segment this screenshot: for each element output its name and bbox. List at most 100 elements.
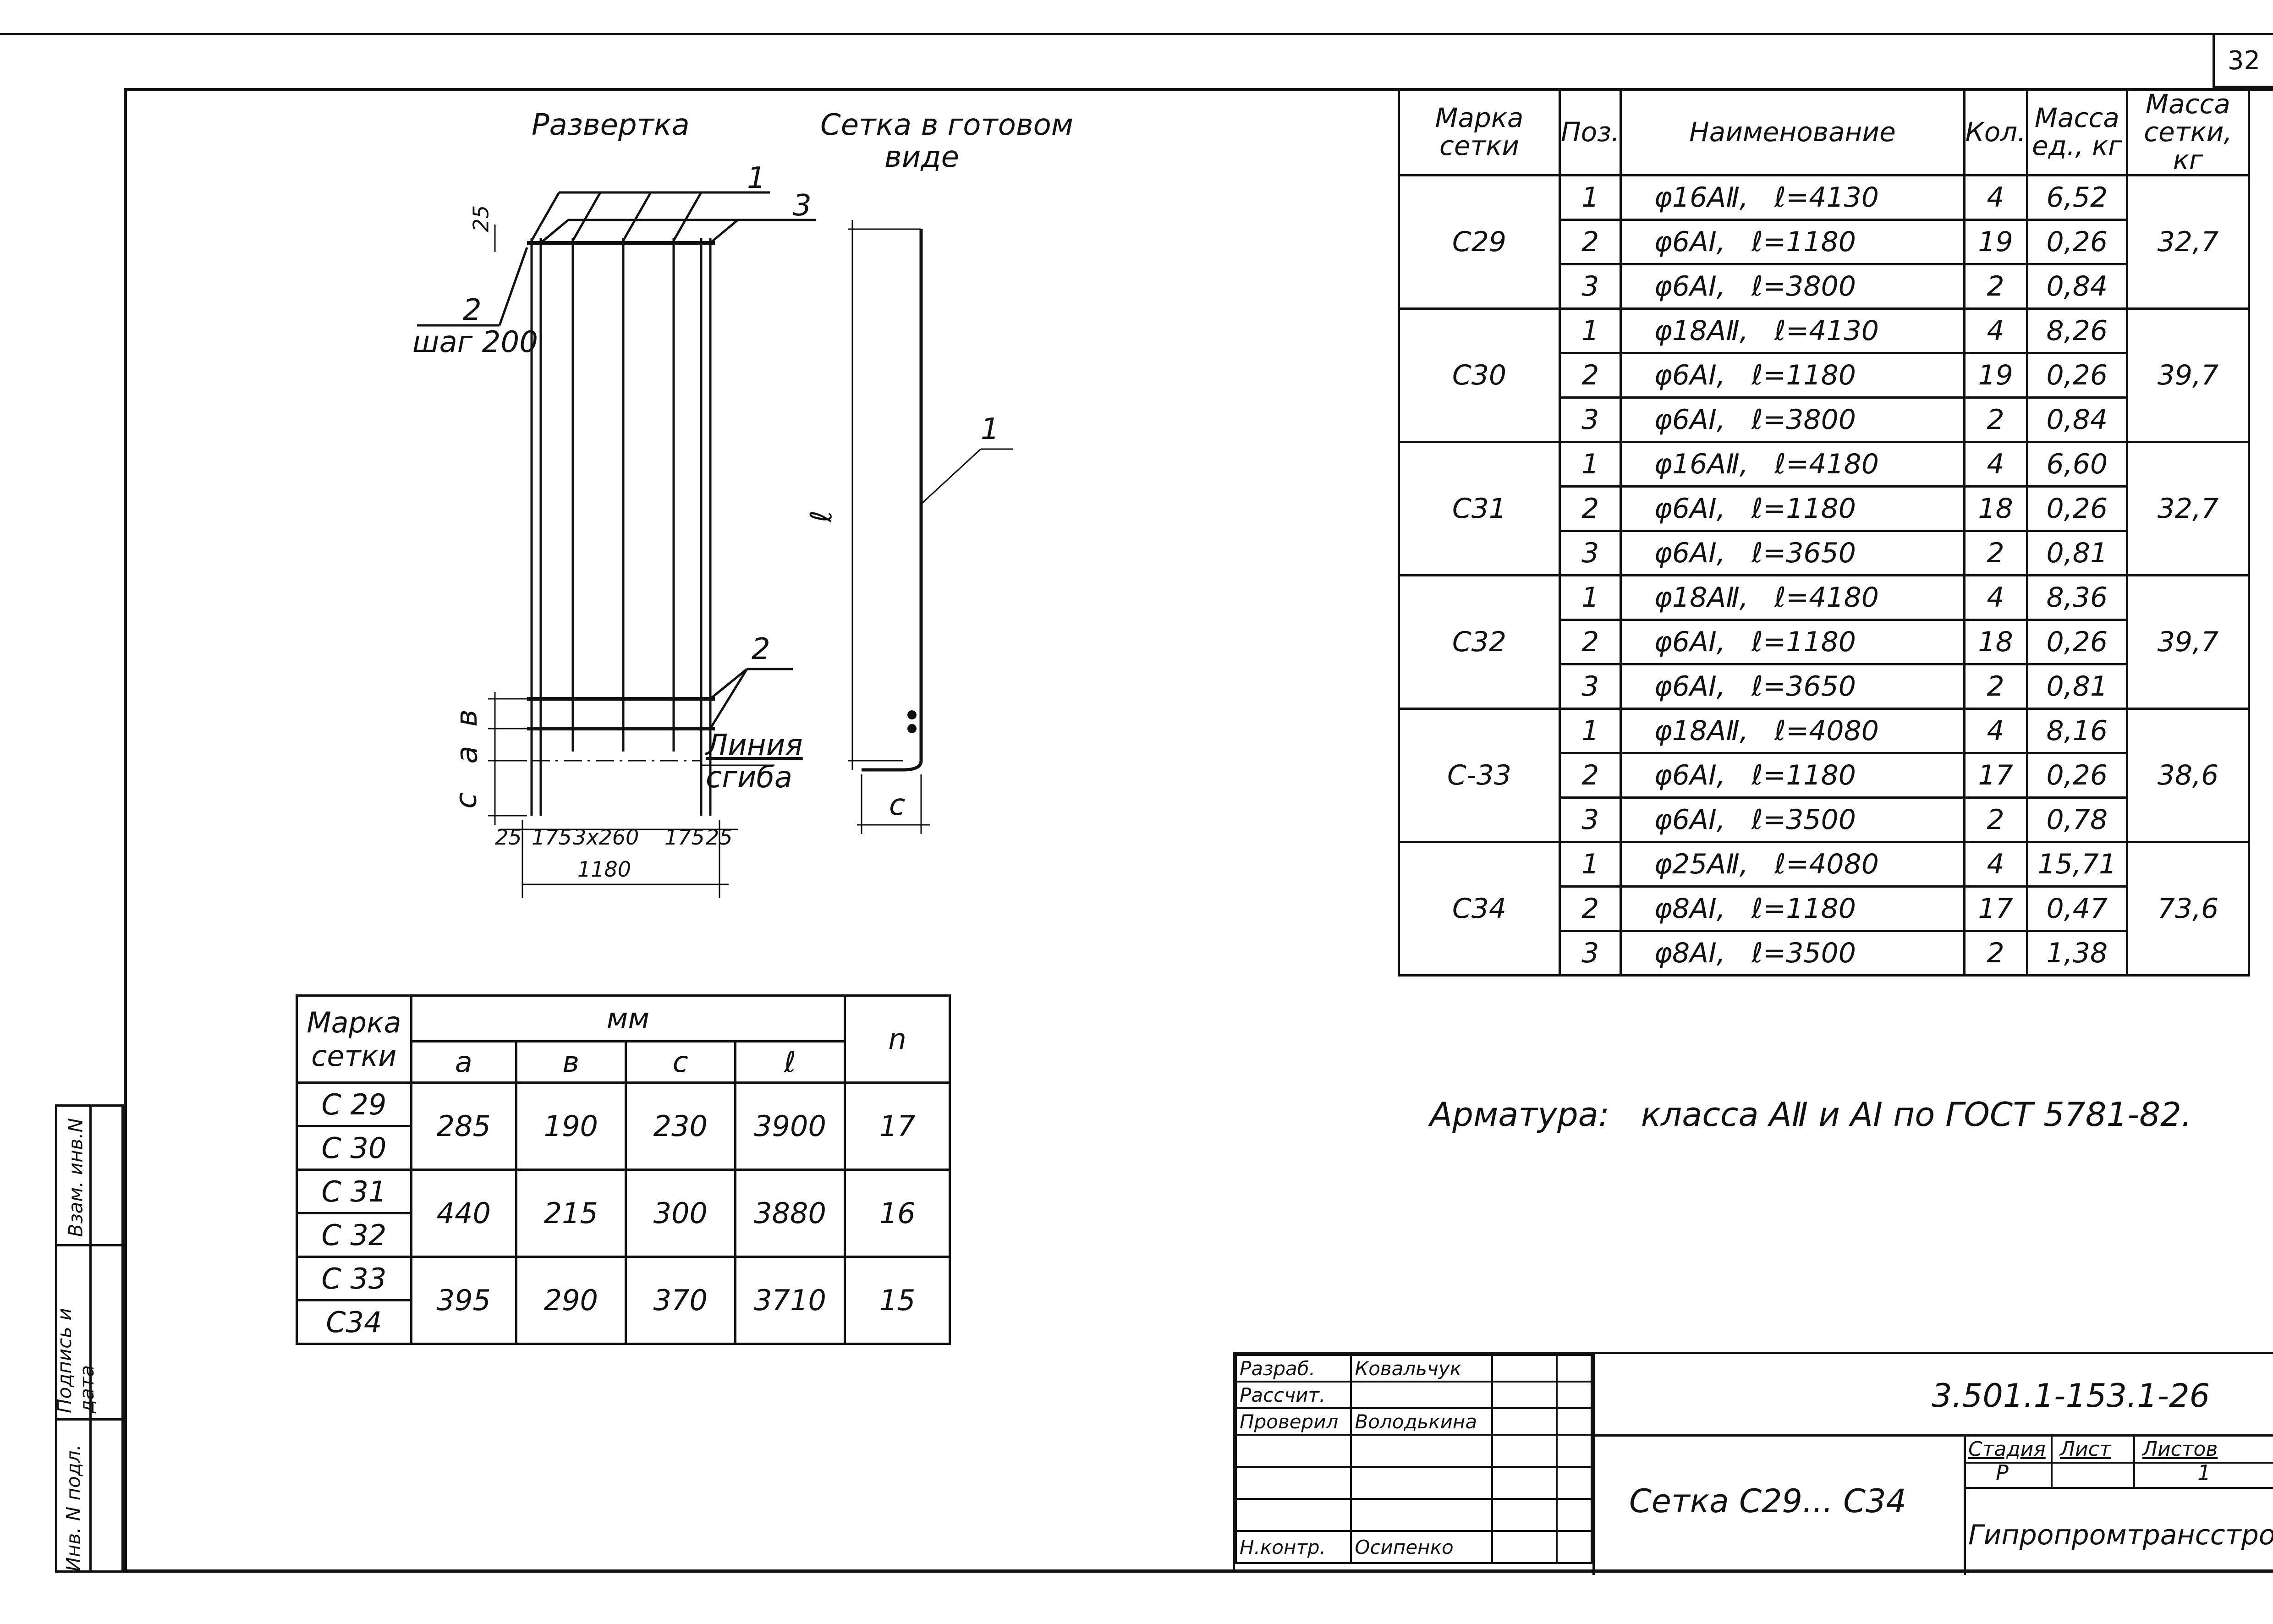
- spec-mass: 38,6: [2126, 707, 2250, 843]
- spec-qty: 2: [1963, 529, 2028, 576]
- tb-name: [1350, 1381, 1493, 1409]
- label-pos2-top: 2: [463, 293, 482, 327]
- mesh-drawing: [417, 191, 1013, 898]
- dims-header-l: ℓ: [734, 1040, 846, 1084]
- label-dim175-left: 175: [532, 825, 572, 850]
- spec-len: ℓ=4080: [1774, 848, 1879, 880]
- tb-date: [1555, 1466, 1593, 1500]
- tb-signature: [1491, 1434, 1558, 1468]
- dims-n: 16: [844, 1169, 951, 1258]
- spec-header-name: Наименование: [1620, 88, 1966, 176]
- spec-name: φ8АⅠ, ℓ=1180: [1620, 885, 1966, 932]
- spec-table: Марка сетки Поз. Наименование Кол. Масса…: [1398, 88, 2250, 977]
- dims-a: 440: [410, 1169, 517, 1258]
- spec-len: ℓ=3500: [1751, 803, 1856, 836]
- dims-c: 300: [624, 1169, 736, 1258]
- spec-name: φ18АⅡ, ℓ=4080: [1620, 707, 1966, 754]
- label-dim-a: а: [450, 746, 484, 764]
- spec-bar: φ6АⅠ,: [1654, 670, 1725, 702]
- tb-date: [1555, 1407, 1593, 1436]
- spec-unit: 0,26: [2026, 752, 2129, 799]
- label-dim175-right: 175: [664, 825, 705, 850]
- spec-mass: 32,7: [2126, 174, 2250, 310]
- spec-qty: 2: [1963, 796, 2028, 843]
- spec-mass: 32,7: [2126, 440, 2250, 576]
- tb-signature: [1491, 1354, 1558, 1383]
- doc-code: 3.501.1-153.1-26: [1932, 1377, 2210, 1415]
- tb-role: Разраб.: [1235, 1354, 1352, 1383]
- spec-unit: 0,84: [2026, 263, 2129, 310]
- top-rule: [0, 33, 2273, 35]
- dims-header-b: в: [515, 1040, 627, 1084]
- dims-l: 3710: [734, 1256, 846, 1345]
- dims-header-a: а: [410, 1040, 517, 1084]
- spec-name: φ6АⅠ, ℓ=1180: [1620, 485, 1966, 532]
- spec-name: φ6АⅠ, ℓ=1180: [1620, 752, 1966, 799]
- doc-title: Сетка С29... С34: [1629, 1482, 1907, 1520]
- spec-header-mesh-mass: Масса сетки, кг: [2126, 88, 2250, 176]
- spec-unit: 1,38: [2026, 929, 2129, 977]
- tb-date: [1555, 1498, 1593, 1532]
- reinforcement-note: Арматура: класса АⅡ и АⅠ по ГОСТ 5781-82…: [1430, 1095, 2192, 1134]
- spec-qty: 2: [1963, 396, 2028, 443]
- spec-name: φ25АⅡ, ℓ=4080: [1620, 840, 1966, 888]
- spec-bar: φ25АⅡ,: [1654, 848, 1748, 880]
- tb-name: [1350, 1466, 1493, 1500]
- spec-bar: φ6АⅠ,: [1654, 225, 1725, 258]
- tb-name: [1350, 1498, 1493, 1532]
- stamp-sign-date: Подпись и дата: [53, 1308, 98, 1413]
- spec-qty: 17: [1963, 752, 2028, 799]
- table-row: С 32: [296, 1212, 950, 1258]
- spec-unit: 0,26: [2026, 485, 2129, 532]
- spec-bar: φ6АⅠ,: [1654, 403, 1725, 436]
- title-finished-1: Сетка в готовом: [820, 108, 1073, 142]
- spec-mark: С34: [1398, 840, 1561, 977]
- spec-pos: 1: [1558, 307, 1622, 354]
- dims-b: 215: [515, 1169, 627, 1258]
- spec-pos: 1: [1558, 574, 1622, 621]
- label-pos1: 1: [747, 161, 766, 195]
- table-row: Рассчит.: [1235, 1381, 1593, 1409]
- spec-qty: 19: [1963, 351, 2028, 399]
- label-dim-b: в: [450, 709, 484, 727]
- spec-mark: С32: [1398, 574, 1561, 710]
- label-dim-l: ℓ: [805, 510, 839, 523]
- spec-pos: 1: [1558, 840, 1622, 888]
- label-step: шаг 200: [412, 325, 538, 359]
- spec-unit: 0,81: [2026, 663, 2129, 710]
- spec-pos: 3: [1558, 663, 1622, 710]
- tb-role: [1235, 1498, 1352, 1532]
- tb-name: [1350, 1434, 1493, 1468]
- spec-mark: С30: [1398, 307, 1561, 443]
- spec-name: φ16АⅡ, ℓ=4180: [1620, 440, 1966, 488]
- title-unfolded: Развертка: [532, 108, 690, 142]
- spec-qty: 18: [1963, 618, 2028, 665]
- tb-date: [1555, 1381, 1593, 1409]
- spec-unit: 8,26: [2026, 307, 2129, 354]
- spec-bar: φ6АⅠ,: [1654, 625, 1725, 658]
- dims-n: 15: [844, 1256, 951, 1345]
- dims-mark: С 32: [296, 1212, 412, 1258]
- sheet-label: Лист: [2060, 1437, 2111, 1461]
- organization: Гипропромтрансстрой: [1968, 1519, 2273, 1551]
- spec-pos: 2: [1558, 885, 1622, 932]
- spec-qty: 17: [1963, 885, 2028, 932]
- dims-b: 190: [515, 1081, 627, 1171]
- tb-signature: [1491, 1381, 1558, 1409]
- spec-bar: φ6АⅠ,: [1654, 359, 1725, 391]
- spec-len: ℓ=4080: [1774, 714, 1879, 747]
- spec-len: ℓ=1180: [1751, 892, 1856, 925]
- spec-unit: 0,47: [2026, 885, 2129, 932]
- spec-qty: 2: [1963, 663, 2028, 710]
